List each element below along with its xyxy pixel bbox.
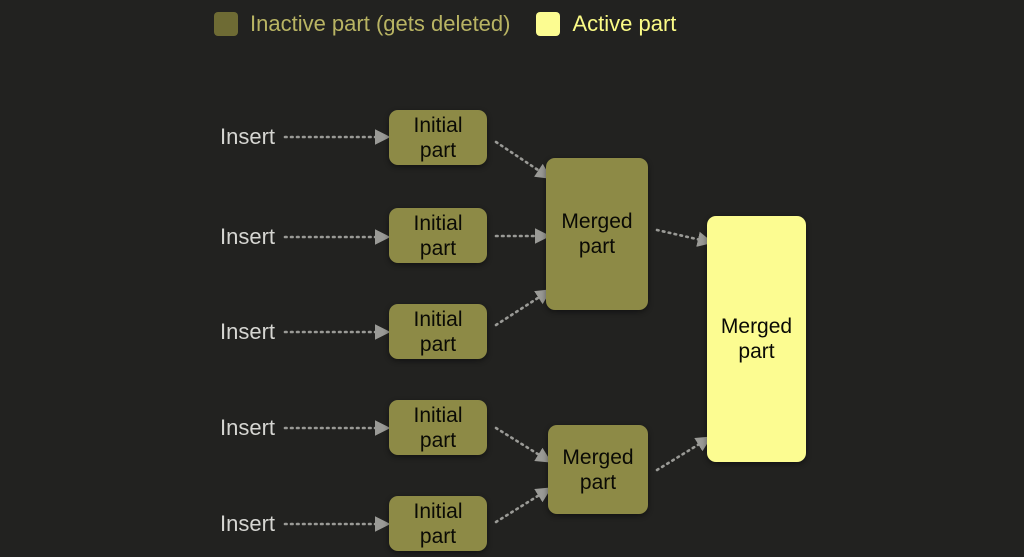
- node-label-line2: part: [738, 340, 775, 363]
- node-merged-part-top[interactable]: Merged part: [546, 158, 648, 310]
- node-label-line1: Merged: [562, 445, 634, 469]
- node-label-line1: Initial: [413, 499, 463, 523]
- arrow-merged-bottom-to-active: [655, 436, 712, 472]
- arrow-initial-1-to-merged-top: [494, 140, 552, 179]
- legend-label-active: Active part: [572, 11, 677, 36]
- legend-label-inactive: Inactive part (gets deleted): [250, 11, 511, 36]
- node-label-line1: Initial: [413, 113, 463, 137]
- legend-swatch-active-icon: [536, 12, 561, 36]
- insert-label-5: Insert: [220, 511, 276, 536]
- node-label-line2: part: [419, 332, 457, 356]
- legend-swatch-inactive-icon: [214, 12, 238, 36]
- node-initial-part-3[interactable]: Initial part: [389, 304, 487, 359]
- node-initial-part-4[interactable]: Initial part: [389, 400, 487, 455]
- arrow-initial-3-to-merged-top: [494, 289, 552, 327]
- node-label-line1: Merged: [720, 315, 793, 338]
- insert-label-1: Insert: [220, 124, 276, 149]
- node-label-line2: part: [419, 138, 457, 162]
- legend-item-inactive: Inactive part (gets deleted): [214, 12, 510, 36]
- arrow-merged-top-to-active: [655, 228, 714, 247]
- arrow-initial-5-to-merged-bottom: [494, 487, 552, 524]
- insert-label-2: Insert: [220, 224, 276, 249]
- legend-item-active: Active part: [536, 12, 676, 36]
- node-initial-part-2[interactable]: Initial part: [389, 208, 487, 263]
- node-label-line1: Initial: [413, 307, 463, 331]
- node-merged-part-active[interactable]: Merged part: [707, 216, 806, 462]
- insert-label-4: Insert: [220, 415, 276, 440]
- node-initial-part-5[interactable]: Initial part: [389, 496, 487, 551]
- node-label-line2: part: [419, 236, 457, 260]
- node-label-line2: part: [578, 235, 616, 258]
- insert-label-3: Insert: [220, 319, 276, 344]
- node-label-line2: part: [419, 524, 457, 548]
- node-label-line1: Initial: [413, 211, 463, 235]
- node-label-line2: part: [419, 428, 457, 452]
- node-label-line1: Initial: [413, 403, 463, 427]
- node-label-line2: part: [579, 470, 617, 494]
- node-initial-part-1[interactable]: Initial part: [389, 110, 487, 165]
- arrow-initial-4-to-merged-bottom: [494, 426, 552, 463]
- node-merged-part-bottom[interactable]: Merged part: [548, 425, 648, 514]
- legend: Inactive part (gets deleted) Active part: [214, 8, 676, 40]
- node-label-line1: Merged: [561, 210, 633, 233]
